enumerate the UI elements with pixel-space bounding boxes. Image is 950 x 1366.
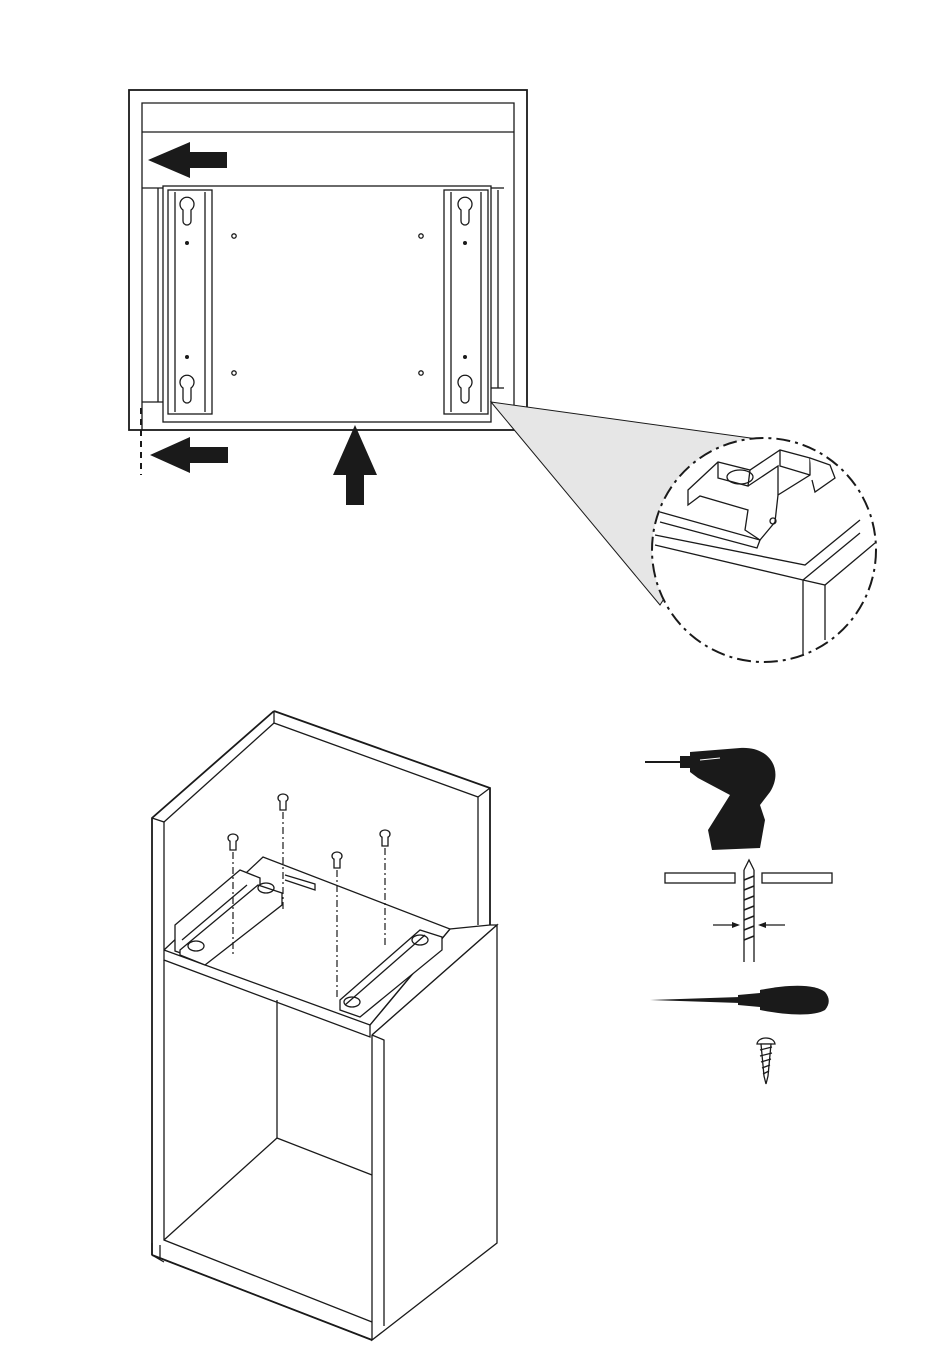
keyhole-bracket-detail	[652, 438, 876, 662]
arrow-left-upper	[148, 142, 227, 178]
wood-screw-icon	[757, 1038, 775, 1084]
cordless-drill-icon	[645, 748, 775, 850]
arrow-left-lower	[150, 437, 228, 473]
arrow-up	[333, 425, 377, 505]
mounting-plate	[163, 186, 491, 422]
drill-bit-gauge-icon	[665, 860, 832, 962]
isometric-cabinet	[152, 711, 497, 1340]
screwdriver-icon	[650, 986, 829, 1015]
